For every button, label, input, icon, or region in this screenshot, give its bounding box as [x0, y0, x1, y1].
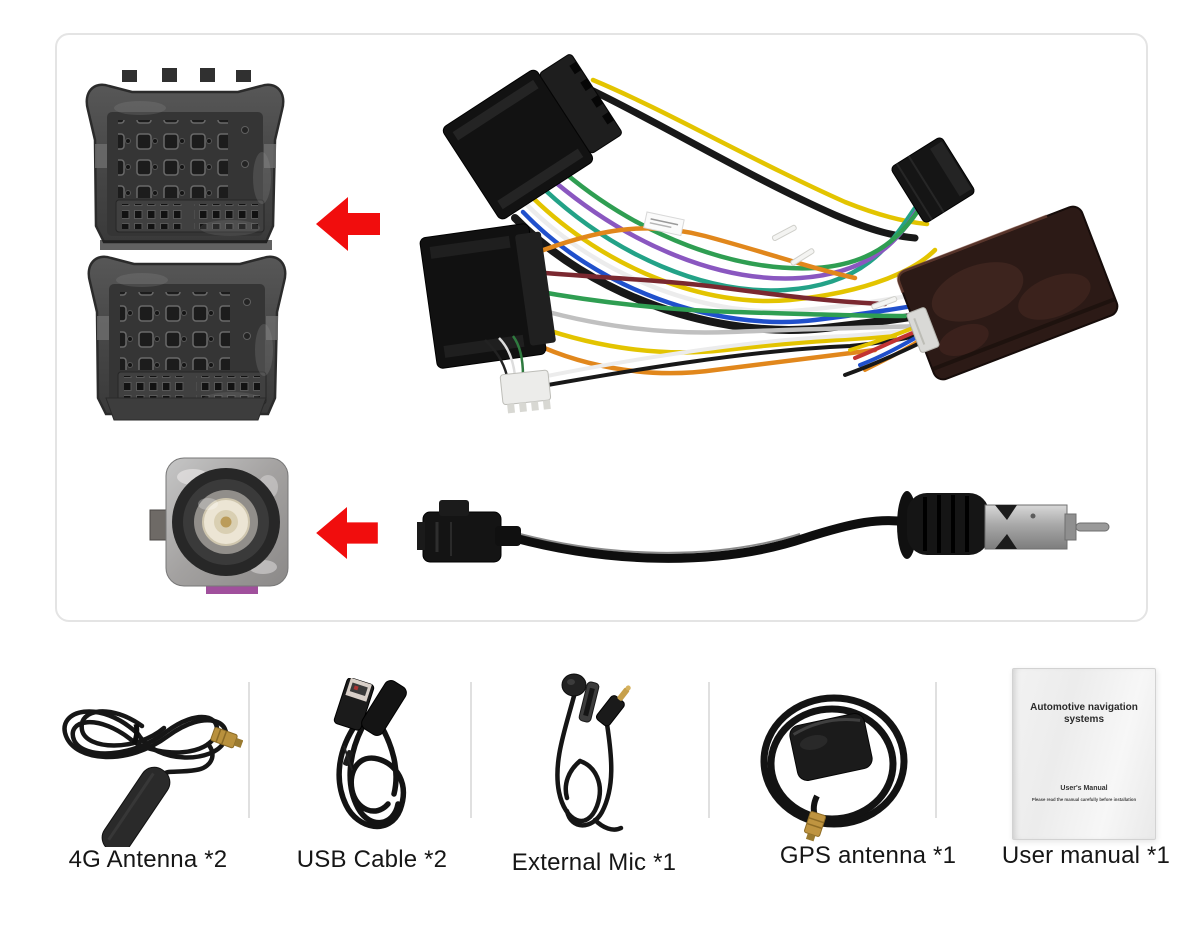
caption-gps-antenna: GPS antenna *1	[779, 842, 957, 869]
arrow-left-icon	[316, 507, 378, 559]
white-4pin-plug	[484, 335, 552, 414]
cable-tie	[342, 745, 354, 771]
column-divider	[708, 682, 710, 818]
arrow-left-icon	[316, 197, 380, 251]
4g-antenna-photo	[62, 709, 243, 847]
caption-usb-cable: USB Cable *2	[296, 846, 448, 873]
caption-external-mic: External Mic *1	[511, 849, 677, 876]
manual-title-line2: systems	[1063, 714, 1105, 725]
sma-connector	[210, 727, 243, 749]
cable-ties	[771, 224, 898, 310]
caption-user-manual: User manual *1	[1001, 842, 1171, 869]
antenna-paddle	[101, 766, 171, 847]
harness-connector-b	[419, 223, 556, 369]
external-mic-photo	[555, 673, 631, 832]
column-divider	[470, 682, 472, 818]
harness-connector-a	[442, 54, 622, 220]
audio-jack	[595, 685, 631, 727]
gps-antenna-photo	[760, 694, 908, 842]
antenna-adapter-cable-photo	[417, 491, 1110, 563]
wiring-harness-photo	[419, 54, 1119, 414]
gps-puck	[789, 713, 873, 781]
manual-title-line1: Automotive navigation	[1030, 702, 1138, 713]
user-manual-photo: Automotive navigation systems User's Man…	[1012, 668, 1156, 840]
mic-clip	[578, 681, 600, 723]
caption-4g-antenna: 4G Antenna *2	[68, 846, 228, 873]
antenna-socket-photo	[149, 457, 289, 594]
usb-cable-photo	[333, 678, 407, 829]
manual-note: Please read the manual carefully before …	[1031, 797, 1137, 802]
wire-label	[643, 211, 685, 237]
canbus-plug	[906, 307, 940, 353]
column-divider	[935, 682, 937, 818]
harness-connector-c	[891, 137, 975, 223]
canbus-box-photo	[896, 205, 1119, 381]
manual-subtitle: User's Manual	[1060, 785, 1108, 792]
antenna-plug-boot	[897, 491, 989, 559]
quadlock-connector-photo	[85, 68, 287, 421]
column-divider	[248, 682, 250, 818]
fakra-connector	[417, 500, 521, 563]
sma-connector	[804, 811, 826, 842]
din-plug	[984, 504, 1110, 550]
mic-capsule	[561, 673, 587, 697]
